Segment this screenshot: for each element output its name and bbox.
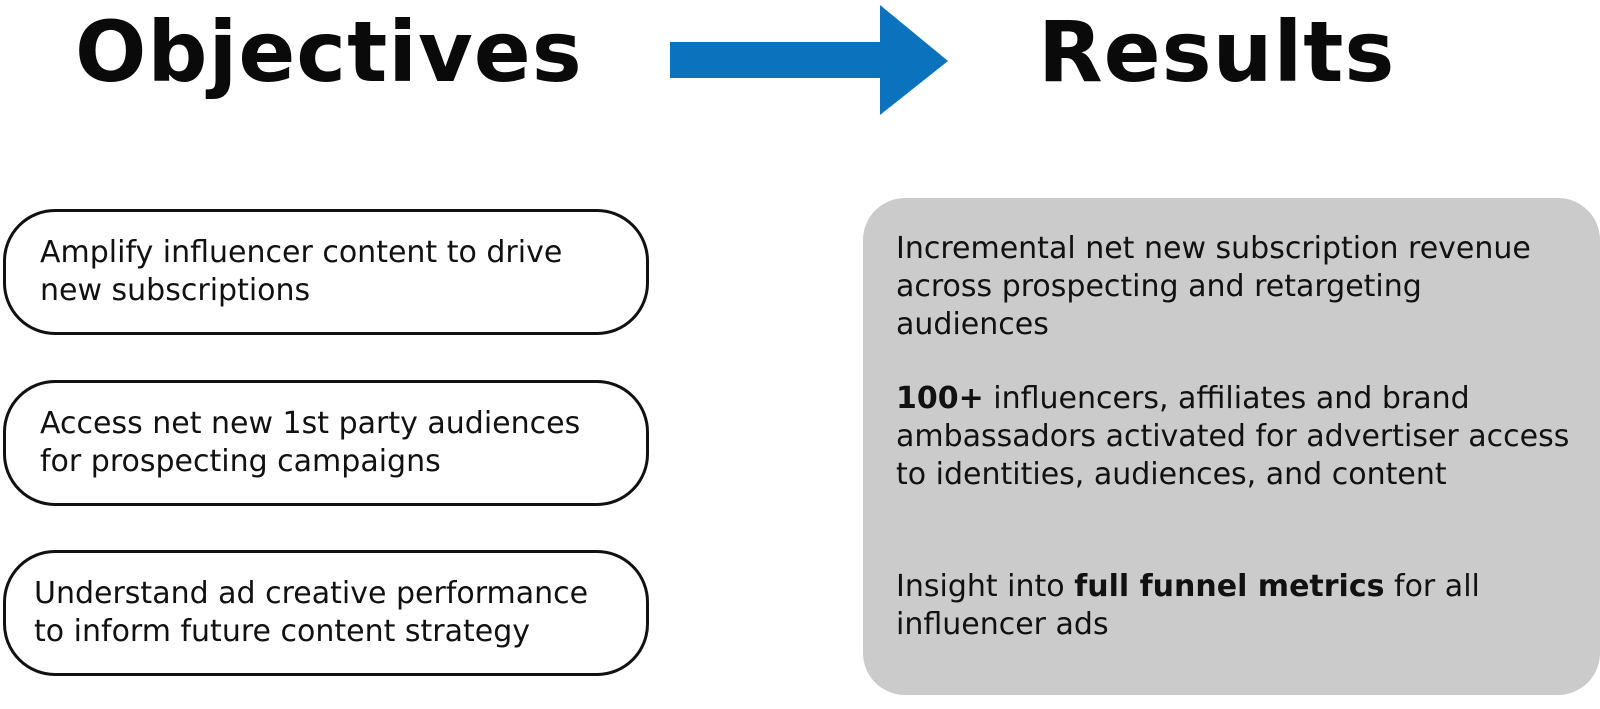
objective-text: Access net new 1st party audiences for p…	[40, 406, 581, 479]
objectives-title: Objectives	[75, 3, 583, 101]
right-arrow-icon	[670, 5, 948, 115]
result-text: Insight into	[896, 569, 1075, 604]
results-title: Results	[1038, 3, 1396, 101]
objective-card: Understand ad creative performance to in…	[3, 550, 649, 676]
result-influencers: 100+ influencers, affiliates and brand a…	[896, 380, 1576, 494]
result-highlight: 100+	[896, 381, 984, 416]
result-revenue: Incremental net new subscription revenue…	[896, 231, 1531, 342]
result-text: influencers, affiliates and brand ambass…	[896, 381, 1570, 492]
objective-card: Access net new 1st party audiences for p…	[3, 380, 649, 506]
results-panel: Incremental net new subscription revenue…	[863, 198, 1600, 695]
objective-text: Understand ad creative performance to in…	[34, 576, 589, 649]
objective-text: Amplify influencer content to drive new …	[40, 235, 563, 308]
result-highlight: full funnel metrics	[1074, 569, 1385, 604]
result-insight: Insight into full funnel metrics for all…	[896, 568, 1576, 644]
objective-card: Amplify influencer content to drive new …	[3, 209, 649, 335]
result-text: for all influencer ads	[896, 569, 1480, 642]
